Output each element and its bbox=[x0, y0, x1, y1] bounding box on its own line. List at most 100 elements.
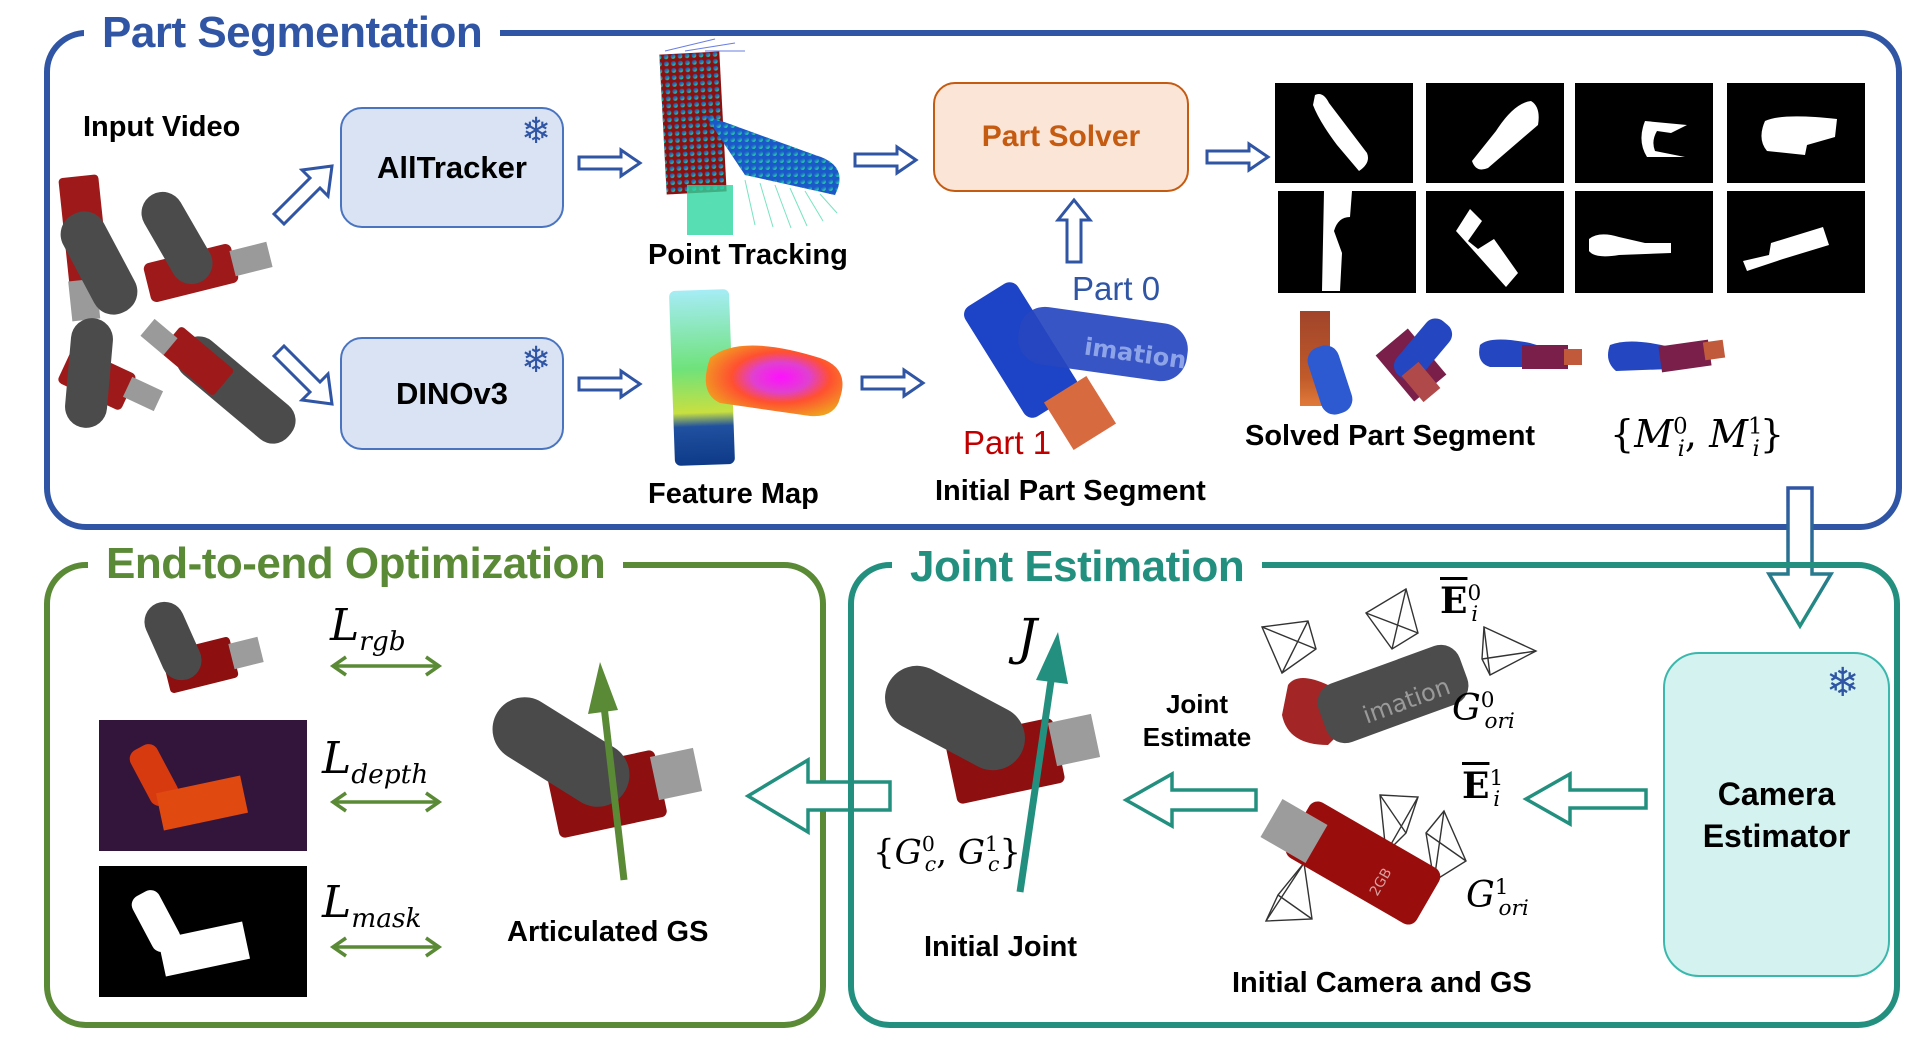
camera-symbol: E bbox=[1440, 580, 1468, 622]
brace-open: { bbox=[1610, 412, 1635, 456]
loss-mask-label: Lmask bbox=[322, 877, 422, 934]
g-ori0-label: G0ori bbox=[1452, 688, 1515, 734]
snowflake-icon: ❄ bbox=[1826, 661, 1860, 705]
separator: , bbox=[1684, 412, 1710, 456]
superscript: 1 bbox=[1748, 413, 1763, 440]
snowflake-icon: ❄ bbox=[521, 110, 552, 151]
camera-estimator-module[interactable]: Camera Estimator bbox=[1663, 652, 1890, 977]
superscript: 1 bbox=[985, 832, 998, 856]
superscript: 0 bbox=[921, 832, 935, 856]
mask-thumbnail bbox=[1275, 83, 1413, 183]
superscript: 1 bbox=[1489, 766, 1504, 791]
mask-symbol: M bbox=[1634, 412, 1674, 456]
part-segmentation-panel bbox=[44, 30, 1902, 530]
loss-symbol: L bbox=[322, 877, 352, 928]
solved-segment-4 bbox=[1608, 339, 1726, 373]
solved-segment-2 bbox=[1375, 318, 1453, 403]
camera-frustum-icon bbox=[1481, 625, 1538, 676]
mask-thumbnail bbox=[1727, 83, 1865, 183]
joint-estimate-label: Joint Estimate bbox=[1132, 688, 1262, 754]
mask-thumbnail bbox=[1575, 191, 1713, 293]
mask-grid bbox=[1275, 83, 1867, 293]
mask-thumbnail bbox=[1727, 191, 1865, 293]
joint-estimate-line2: Estimate bbox=[1142, 722, 1252, 752]
point-tracking-image bbox=[659, 38, 840, 235]
feature-map-label: Feature Map bbox=[648, 478, 819, 510]
arrow-input-to-dinov3 bbox=[271, 343, 334, 406]
feature-map-image bbox=[669, 289, 843, 466]
arrow-estimator-to-camerags bbox=[1522, 770, 1648, 828]
part-segmentation-title: Part Segmentation bbox=[84, 7, 501, 59]
part-solver-module[interactable]: Part Solver bbox=[933, 82, 1189, 192]
gaussian-symbol: G bbox=[1452, 688, 1481, 729]
part-solver-label: Part Solver bbox=[981, 120, 1141, 153]
gaussian-symbol: G bbox=[1466, 875, 1495, 916]
depth-render-image bbox=[99, 720, 307, 851]
dinov3-label: DINOv3 bbox=[396, 375, 508, 411]
subscript: c bbox=[924, 852, 937, 877]
camera-e0-label: E0i bbox=[1440, 580, 1482, 627]
input-frame-3 bbox=[58, 318, 164, 428]
joint-estimation-panel bbox=[848, 562, 1900, 1028]
camera-frustum-icon bbox=[1264, 861, 1313, 922]
initial-camera-gs-label: Initial Camera and GS bbox=[1232, 967, 1532, 999]
loss-mask-arrow bbox=[329, 936, 443, 958]
superscript: 0 bbox=[1480, 688, 1495, 713]
joint-estimate-line1: Joint bbox=[1165, 689, 1229, 719]
gaussian-symbol: G bbox=[957, 832, 986, 873]
solved-segment-3 bbox=[1479, 339, 1582, 369]
brace-open: { bbox=[873, 832, 895, 873]
input-video-frames bbox=[58, 174, 296, 444]
mask-set-formula: {M0i, M1i} bbox=[1610, 412, 1784, 462]
input-video-label: Input Video bbox=[83, 111, 241, 143]
joint-symbol: J bbox=[1017, 608, 1038, 666]
alltracker-label: AllTracker bbox=[377, 149, 527, 185]
subscript: i bbox=[1677, 435, 1685, 462]
arrow-dinov3-to-feature bbox=[577, 368, 643, 400]
initial-camera-gs-image: imation 2GB bbox=[1260, 587, 1538, 925]
camera-e1-label: E1i bbox=[1462, 765, 1504, 812]
superscript: 0 bbox=[1673, 413, 1688, 440]
brace-close: } bbox=[1759, 412, 1785, 456]
articulated-gs-image bbox=[492, 662, 703, 881]
loss-subscript: depth bbox=[351, 758, 429, 790]
initial-part-segment-label: Initial Part Segment bbox=[935, 475, 1206, 507]
dinov3-module[interactable]: DINOv3 bbox=[340, 337, 564, 450]
subscript: c bbox=[988, 852, 1000, 877]
gaussians-c-formula: {G0c, G1c} bbox=[873, 832, 1022, 877]
input-frame-4 bbox=[140, 318, 296, 444]
alltracker-module[interactable]: AllTracker bbox=[340, 107, 564, 228]
snowflake-icon: ❄ bbox=[521, 339, 552, 380]
solved-segment-1 bbox=[1300, 311, 1353, 415]
arrow-alltracker-to-tracking bbox=[577, 147, 643, 179]
g-ori1-label: G1ori bbox=[1466, 875, 1529, 921]
camera-estimator-line1: Camera bbox=[1717, 775, 1836, 812]
arrow-solver-to-masks bbox=[1205, 141, 1271, 173]
mask-thumbnail bbox=[1278, 191, 1416, 293]
loss-symbol: L bbox=[322, 733, 352, 784]
superscript: 1 bbox=[1494, 875, 1509, 900]
mask-thumbnail bbox=[1426, 191, 1564, 293]
arrow-segmentation-to-camera bbox=[1765, 486, 1835, 630]
loss-rgb-label: Lrgb bbox=[330, 600, 406, 657]
arrow-segment-to-solver bbox=[1054, 197, 1094, 264]
input-frame-1 bbox=[58, 174, 138, 322]
point-tracking-label: Point Tracking bbox=[648, 239, 848, 271]
solved-part-segment-images bbox=[1300, 311, 1726, 415]
solved-part-segment-label: Solved Part Segment bbox=[1245, 420, 1536, 452]
initial-joint-image bbox=[885, 632, 1101, 893]
loss-subscript: mask bbox=[351, 902, 422, 934]
superscript: 0 bbox=[1467, 581, 1482, 606]
camera-frustum-icon bbox=[1364, 587, 1419, 650]
initial-part-segment-image: imation bbox=[964, 282, 1188, 450]
arrow-input-to-alltracker bbox=[271, 164, 334, 227]
part1-label: Part 1 bbox=[963, 424, 1052, 461]
part0-label: Part 0 bbox=[1072, 270, 1161, 307]
loss-depth-label: Ldepth bbox=[322, 733, 428, 790]
camera-frustum-icon bbox=[1260, 620, 1317, 675]
initial-joint-label: Initial Joint bbox=[924, 931, 1078, 963]
input-frame-2 bbox=[141, 191, 273, 303]
gaussian-symbol: G bbox=[894, 832, 922, 873]
brace-close: } bbox=[999, 832, 1022, 873]
camera-symbol: E bbox=[1462, 765, 1490, 807]
